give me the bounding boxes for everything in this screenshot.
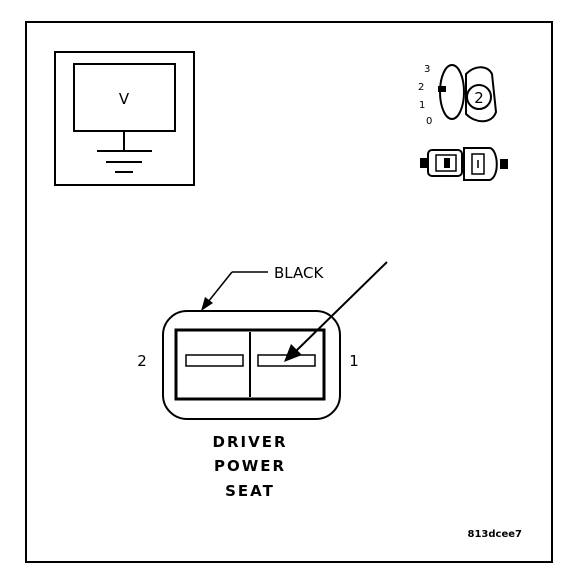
probe-arrow-shaft <box>295 261 388 352</box>
selector-position-1: 1 <box>419 100 425 111</box>
selector-dial-icon <box>438 64 498 123</box>
pin-label-1: 1 <box>349 352 359 370</box>
connector-title-line-3: SEAT <box>225 482 275 500</box>
selector-position-2: 2 <box>418 82 424 93</box>
connector-color-label: BLACK <box>274 264 324 282</box>
cavity-pin-2 <box>185 354 244 367</box>
figure-ref-code: 813dcee7 <box>468 529 523 540</box>
selector-position-3: 3 <box>424 64 430 75</box>
selector-position-0: 0 <box>426 116 432 127</box>
connector-title-line-2: POWER <box>214 457 286 475</box>
meter-label: V <box>119 90 130 108</box>
black-leader-arrowhead <box>201 297 213 311</box>
connector-title-line-1: DRIVER <box>213 433 288 451</box>
outer-border <box>25 21 553 563</box>
probe-connector-icon <box>420 147 508 181</box>
selector-selected: 2 <box>474 89 484 107</box>
voltmeter-icon <box>54 51 195 186</box>
black-leader-line-diagonal <box>207 271 233 303</box>
seat-connector <box>162 310 341 420</box>
probe-arrowhead <box>284 344 302 362</box>
pin-label-2: 2 <box>137 352 147 370</box>
